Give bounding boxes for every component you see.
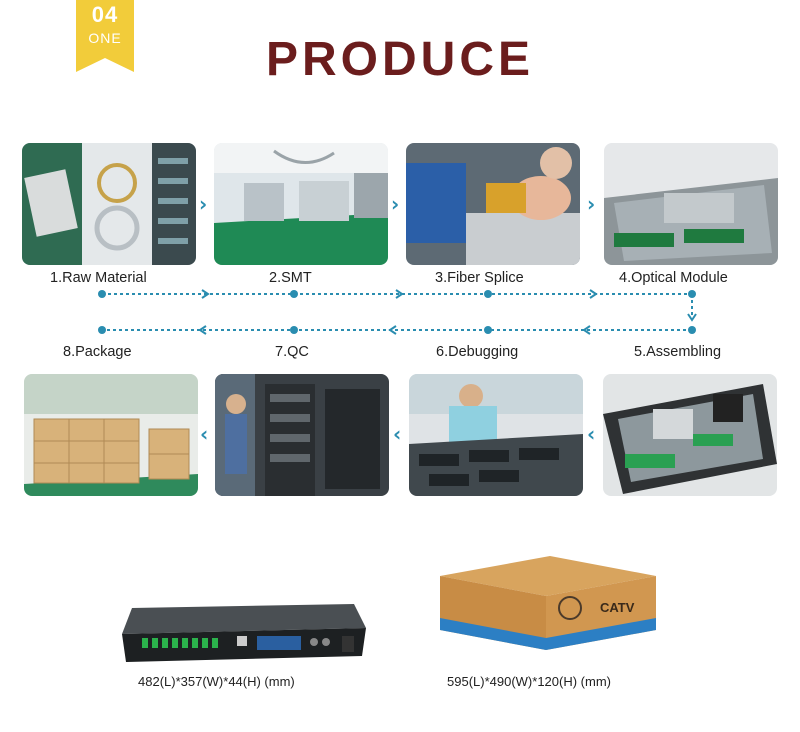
photo-fiber-splice: [406, 143, 580, 265]
step-label-smt: 2.SMT: [269, 270, 312, 286]
product-rack-device-image: [122, 594, 366, 666]
photo-package: [24, 374, 198, 496]
product-package-box-image: CATV: [440, 546, 656, 650]
chevron-right-icon: ›: [199, 192, 208, 216]
chevron-left-icon: ‹: [393, 422, 402, 446]
step-label-raw-material: 1.Raw Material: [50, 270, 147, 286]
photo-assembling: [603, 374, 777, 496]
chevron-right-icon: ›: [587, 192, 596, 216]
section-number-badge: 04 ONE: [76, 0, 134, 72]
box-brand-text: CATV: [600, 600, 635, 615]
photo-debugging: [409, 374, 583, 496]
chevron-left-icon: ‹: [587, 422, 596, 446]
photo-qc: [215, 374, 389, 496]
step-label-debugging: 6.Debugging: [436, 344, 519, 360]
product-rack-dimensions: 482(L)*357(W)*44(H) (mm): [138, 674, 295, 689]
page-title: PRODUCE: [265, 33, 535, 86]
badge-number: 04: [91, 2, 119, 27]
chevron-left-icon: ‹: [200, 422, 209, 446]
photo-raw-material: [22, 143, 196, 265]
badge-word: ONE: [88, 30, 122, 46]
step-label-package: 8.Package: [63, 344, 132, 360]
step-label-optical-module: 4.Optical Module: [619, 270, 728, 286]
step-label-assembling: 5.Assembling: [634, 344, 722, 360]
photo-optical-module: [604, 143, 778, 265]
photo-smt: [214, 143, 388, 265]
step-label-qc: 7.QC: [275, 344, 309, 360]
step-label-fiber-splice: 3.Fiber Splice: [435, 270, 524, 286]
chevron-right-icon: ›: [391, 192, 400, 216]
product-box-dimensions: 595(L)*490(W)*120(H) (mm): [447, 674, 611, 689]
